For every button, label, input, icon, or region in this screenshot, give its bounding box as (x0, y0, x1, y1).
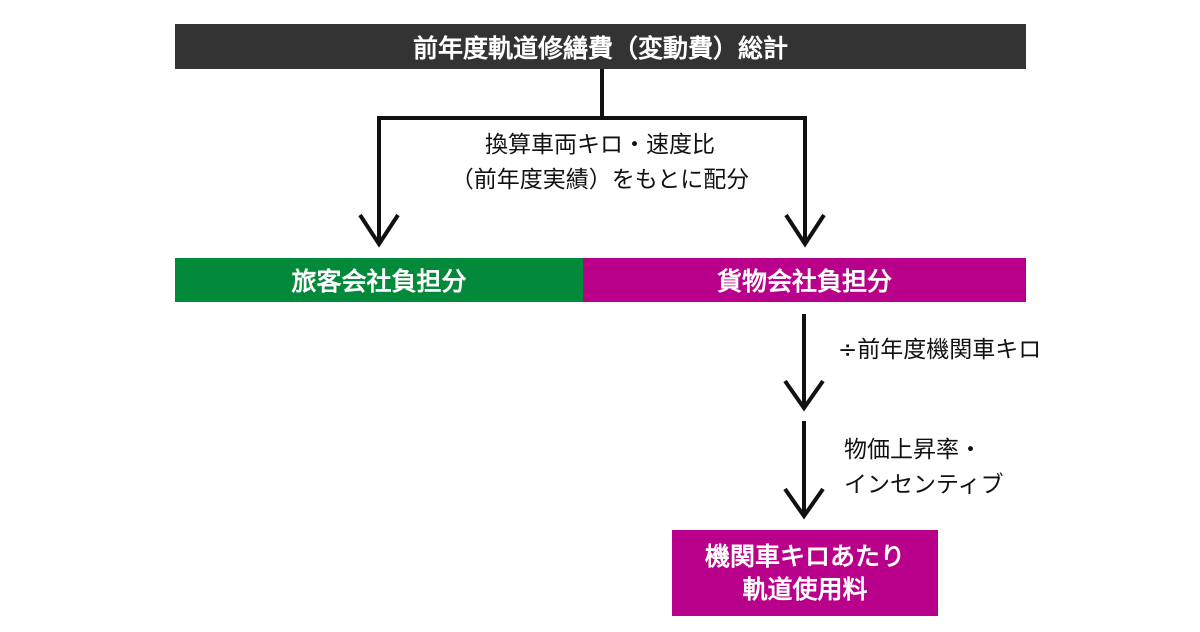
arrow-head-freight (784, 213, 826, 248)
arrow-adjust-head (783, 487, 825, 520)
arrow-head-passenger (358, 213, 400, 248)
track-fee-line1: 機関車キロあたり (704, 542, 905, 571)
total-cost-box: 前年度軌道修繕費（変動費）総計 (175, 24, 1026, 69)
arrow-divide-head (783, 379, 825, 412)
track-fee-line2: 軌道使用料 (742, 575, 868, 604)
adjust-note: 物価上昇率・ インセンティブ (844, 433, 1004, 503)
allocation-note-line2: （前年度実績）をもとに配分 (450, 167, 750, 193)
adjust-note-line1: 物価上昇率・ (844, 437, 982, 463)
passenger-share-label: 旅客会社負担分 (291, 267, 467, 296)
divide-note: ÷前年度機関車キロ (838, 333, 1041, 368)
total-cost-label: 前年度軌道修繕費（変動費）総計 (412, 33, 788, 63)
passenger-share-box: 旅客会社負担分 (175, 258, 583, 302)
track-fee-box: 機関車キロあたり 軌道使用料 (672, 530, 938, 616)
divide-note-line1: ÷前年度機関車キロ (838, 337, 1042, 363)
split-line (377, 116, 807, 244)
adjust-note-line2: インセンティブ (844, 472, 1004, 498)
freight-share-label: 貨物会社負担分 (716, 267, 892, 296)
allocation-note-line1: 換算車両キロ・速度比 (485, 132, 715, 158)
allocation-note: 換算車両キロ・速度比 （前年度実績）をもとに配分 (0, 128, 1200, 198)
freight-share-box: 貨物会社負担分 (583, 258, 1026, 302)
